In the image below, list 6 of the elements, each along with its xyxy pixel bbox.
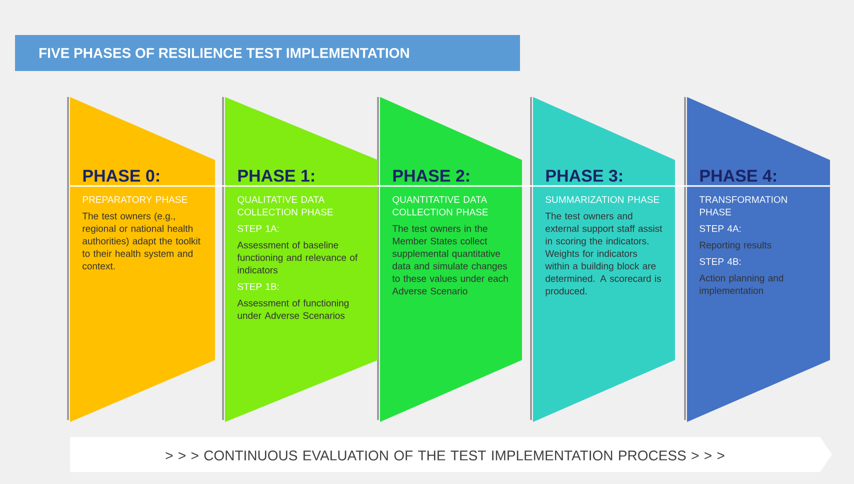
phase-pentagon: PHASE 3: SUMMARIZATION PHASE The test owners and external support staff assist in scoring the indicators. Weights for indicators within a building block are determined. A scorecard is produced. <box>533 97 675 422</box>
phase-pentagon: PHASE 4: TRANSFORMATION PHASE STEP 4A: Reporting results STEP 4B: Action planning and implementation <box>687 97 830 422</box>
phase-pentagon: PHASE 0: PREPARATORY PHASE The test owners (e.g., regional or national health authorities) adapt the toolkit to their health system and context. <box>70 97 215 422</box>
title-banner: FIVE PHASES OF RESILIENCE TEST IMPLEMENTATION <box>15 35 520 71</box>
phase-pentagon: PHASE 2: QUANTITATIVE DATA COLLECTION PHASE The test owners in the Member States collect supplemental quantitative data and simulate changes to these values under each Adverse Scenario <box>380 97 522 422</box>
phase-pentagon: PHASE 1: QUALITATIVE DATA COLLECTION PHASE STEP 1A: Assessment of baseline functioning and relevance of indicators STEP 1B: Assessment of functioning under Adverse Scenarios <box>225 97 378 422</box>
